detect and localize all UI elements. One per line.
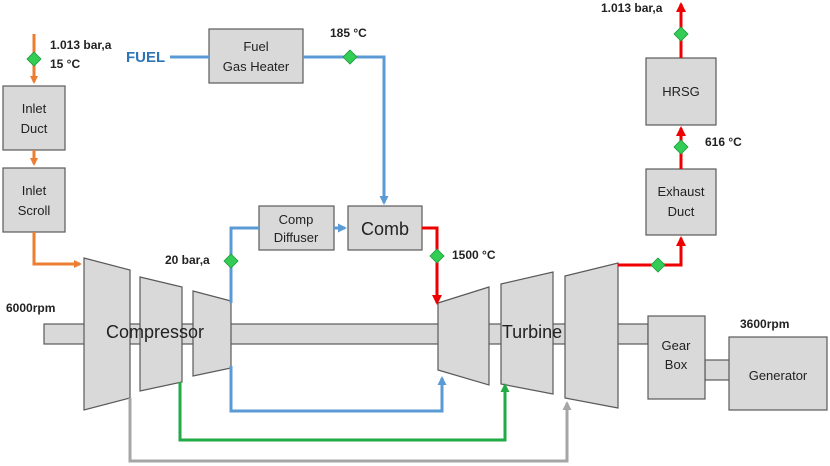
fuel-gas-heater-box: [208, 28, 304, 84]
hrsg-inlet-measurement-point: [673, 139, 689, 155]
inlet-pressure-label: 1.013 bar,a: [50, 38, 112, 52]
turbine-stage-2: [500, 271, 554, 395]
turbine-to-exhaust-arrow: [618, 236, 686, 267]
generator-speed-label: 3600rpm: [740, 317, 789, 331]
inlet-scroll-box: [2, 167, 66, 233]
gray-cooling-line: [128, 398, 572, 463]
compressor-discharge-line: [229, 226, 259, 303]
inlet-duct-label: Inlet: [22, 101, 47, 116]
stack-measurement-point: [673, 26, 689, 42]
exhaust-duct-label: Exhaust: [658, 184, 705, 199]
compressor-pressure-label: 20 bar,a: [165, 253, 210, 267]
fuel-gas-heater-label: Fuel: [243, 39, 268, 54]
exhaust-duct-label-2: Duct: [668, 204, 695, 219]
gearbox-generator-shaft: [704, 359, 731, 381]
inlet-scroll-label-2: Scroll: [18, 203, 51, 218]
turbine-label: Turbine: [502, 322, 562, 342]
turbine-stage-1: [437, 286, 490, 386]
fuel-gas-heater-label-2: Gas Heater: [223, 59, 290, 74]
turbine-exhaust-measurement-point: [650, 257, 666, 273]
fuel-label: FUEL: [126, 49, 165, 66]
gear-box-label-2: Box: [665, 357, 688, 372]
compressor-label: Compressor: [106, 322, 204, 342]
green-cooling-line: [178, 382, 510, 442]
fuel-temperature-label: 185 °C: [330, 26, 367, 40]
blue-cooling-line: [229, 366, 447, 413]
comp-diffuser-box: [258, 205, 335, 251]
exhaust-duct-box: [645, 168, 717, 236]
combustor-label: Comb: [361, 219, 409, 239]
inlet-duct-label-2: Duct: [21, 121, 48, 136]
hrsg-label: HRSG: [662, 84, 700, 99]
turbine-inlet-measurement-point: [429, 248, 445, 264]
comp-diffuser-label: Comp: [279, 212, 314, 227]
turbine-inlet-temperature-label: 1500 °C: [452, 248, 496, 262]
inlet-temperature-label: 15 °C: [50, 57, 80, 71]
fuel-measurement-point: [342, 49, 358, 65]
exhaust-temperature-label: 616 °C: [705, 135, 742, 149]
compressor-measurement-point: [223, 253, 239, 269]
inlet-scroll-label: Inlet: [22, 183, 47, 198]
fuel-heater-to-combustor-arrow: [303, 55, 389, 205]
turbine-stage-3: [564, 262, 619, 409]
comp-diffuser-label-2: Diffuser: [274, 230, 319, 245]
compressor-stage-2: [139, 276, 183, 392]
stack-pressure-label: 1.013 bar,a: [601, 1, 663, 15]
generator-label: Generator: [749, 368, 808, 383]
shaft-speed-label: 6000rpm: [6, 301, 55, 315]
gear-box-label: Gear: [662, 338, 692, 353]
gear-box-box: [647, 315, 706, 400]
inlet-duct-box: [2, 85, 66, 151]
hrsg-box: [645, 57, 717, 126]
air-scroll-to-compressor-arrow: [32, 232, 82, 268]
inlet-measurement-point: [26, 51, 42, 67]
generator-box: [728, 336, 828, 411]
combustor-to-turbine-arrow: [422, 226, 442, 305]
